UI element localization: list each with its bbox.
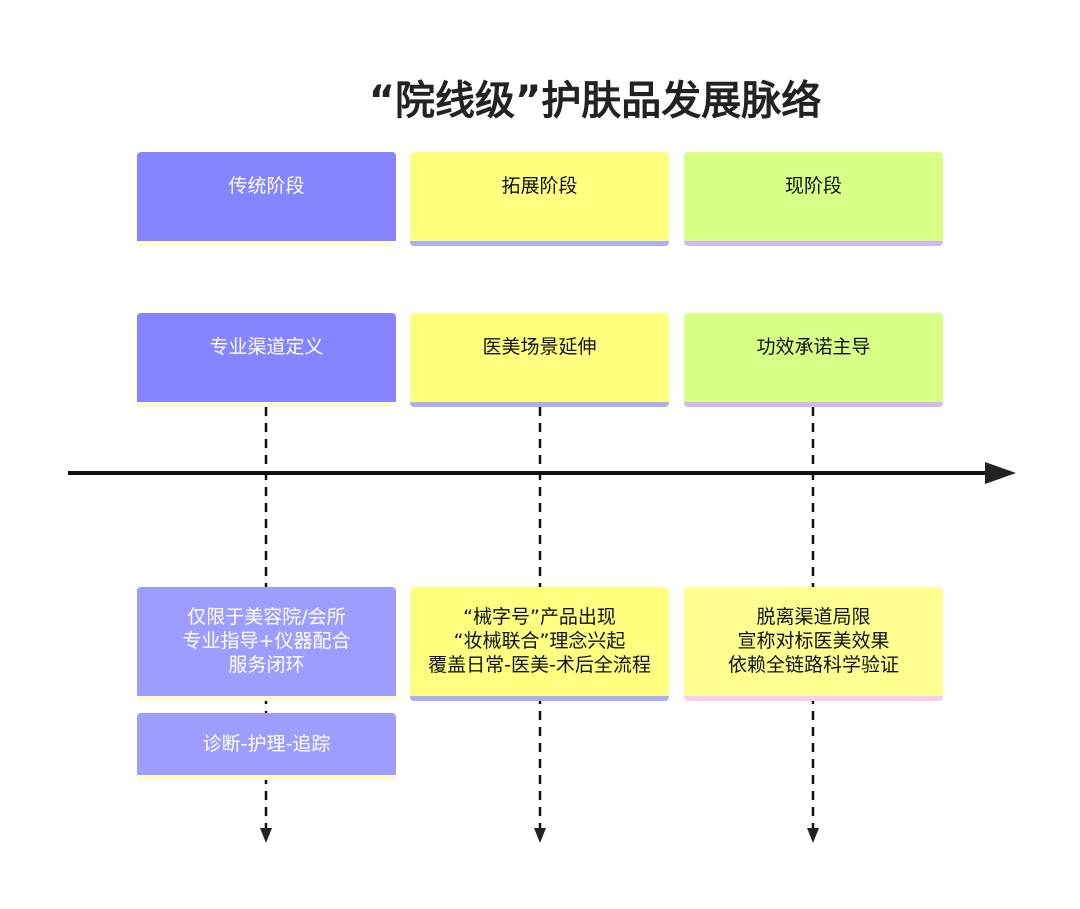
detail-line: 依赖全链路科学验证 <box>727 654 899 676</box>
stage-header-current: 现阶段 <box>684 152 943 246</box>
stage-header-expansion: 拓展阶段 <box>410 152 669 246</box>
detail-box-current: 脱离渠道局限 宣称对标医美效果 依赖全链路科学验证 <box>684 587 943 701</box>
theme-label: 医美场景延伸 <box>482 336 597 358</box>
extra-label: 诊断-护理-追踪 <box>202 733 331 755</box>
theme-box-traditional: 专业渠道定义 <box>137 313 396 407</box>
arrowhead-2 <box>534 828 546 843</box>
detail-line: 宣称对标医美效果 <box>737 630 890 652</box>
theme-label: 专业渠道定义 <box>209 336 324 358</box>
extra-box-traditional: 诊断-护理-追踪 <box>137 713 396 780</box>
stage-label: 传统阶段 <box>228 175 305 197</box>
page-title: “院线级”护肤品发展脉络 <box>368 78 822 124</box>
stage-label: 拓展阶段 <box>501 175 578 197</box>
detail-box-expansion: “械字号”产品出现 “妆械联合”理念兴起 覆盖日常-医美-术后全流程 <box>410 587 669 701</box>
theme-box-current: 功效承诺主导 <box>684 313 943 407</box>
detail-line: 仅限于美容院/会所 <box>187 606 346 628</box>
stage-header-traditional: 传统阶段 <box>137 152 396 246</box>
detail-line: “械字号”产品出现 <box>463 606 616 628</box>
arrowhead-3 <box>807 828 819 843</box>
detail-box-traditional: 仅限于美容院/会所 专业指导+仪器配合 服务闭环 <box>137 587 396 701</box>
arrowhead-1 <box>260 828 272 843</box>
stage-label: 现阶段 <box>784 175 842 197</box>
theme-box-expansion: 医美场景延伸 <box>410 313 669 407</box>
detail-line: 专业指导+仪器配合 <box>182 630 351 652</box>
detail-line: 服务闭环 <box>228 654 305 676</box>
theme-label: 功效承诺主导 <box>756 336 871 358</box>
detail-line: 覆盖日常-医美-术后全流程 <box>428 654 651 676</box>
detail-line: “妆械联合”理念兴起 <box>453 630 626 652</box>
detail-line: 脱离渠道局限 <box>756 606 871 628</box>
axis-arrowhead <box>985 462 1016 484</box>
